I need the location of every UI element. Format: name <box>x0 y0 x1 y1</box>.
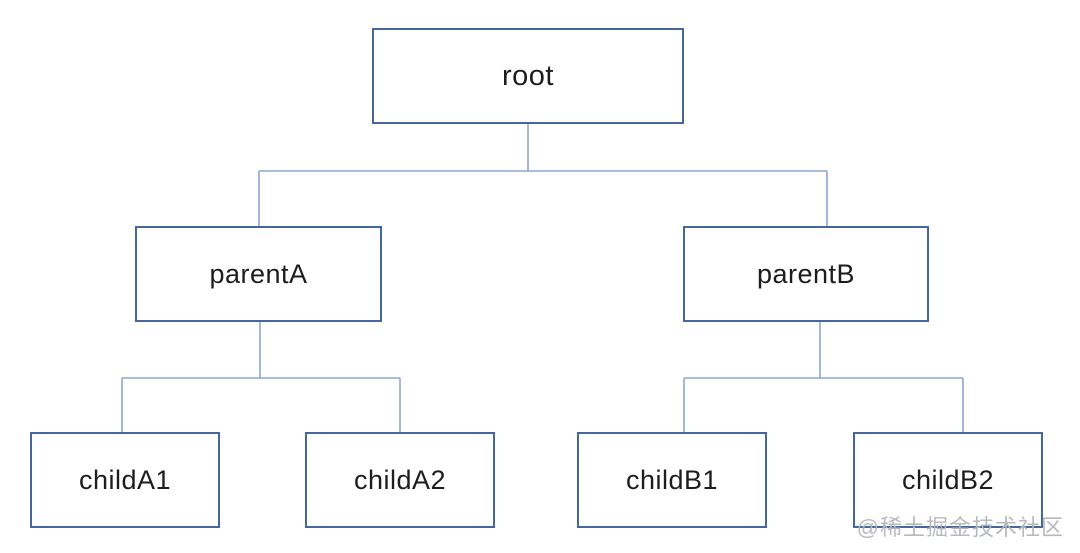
watermark: @稀土掘金技术社区 <box>856 515 1064 540</box>
node-parentA: parentA <box>135 226 382 322</box>
node-childA1: childA1 <box>30 432 220 528</box>
node-childA2: childA2 <box>305 432 495 528</box>
node-parentB: parentB <box>683 226 929 322</box>
node-childB2: childB2 <box>853 432 1043 528</box>
node-childB1: childB1 <box>577 432 767 528</box>
node-root: root <box>372 28 684 124</box>
